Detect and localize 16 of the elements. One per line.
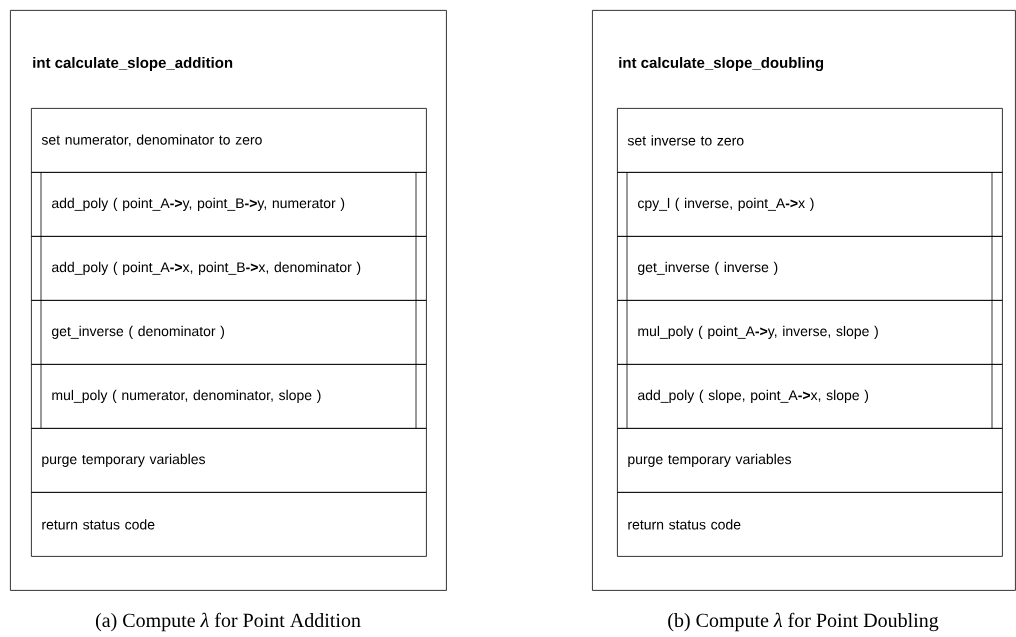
- statement-row: set inverse to zero: [617, 108, 1003, 173]
- statement-row: purge temporary variables: [31, 428, 427, 493]
- statement-row: return status code: [617, 492, 1003, 557]
- call-row: mul_poly ( numerator, denominator, slope ): [31, 363, 427, 429]
- statement-row: return status code: [31, 492, 427, 557]
- call-row: mul_poly ( point_A->y, inverse, slope ): [617, 299, 1003, 365]
- call-row: add_poly ( point_A->x, point_B->x, denominator ): [31, 235, 427, 301]
- call-row: cpy_l ( inverse, point_A->x ): [617, 171, 1003, 237]
- call-row: get_inverse ( denominator ): [31, 299, 427, 365]
- call-row: add_poly ( point_A->y, point_B->y, numerator ): [31, 171, 427, 237]
- call-row: get_inverse ( inverse ): [617, 235, 1003, 301]
- call-row: add_poly ( slope, point_A->x, slope ): [617, 363, 1003, 429]
- subfigure-caption: (a) Compute λ for Point Addition: [95, 612, 361, 632]
- statement-row: purge temporary variables: [617, 428, 1003, 493]
- subfigure-caption: (b) Compute λ for Point Doubling: [668, 612, 939, 632]
- statement-row: set numerator, denominator to zero: [31, 108, 427, 173]
